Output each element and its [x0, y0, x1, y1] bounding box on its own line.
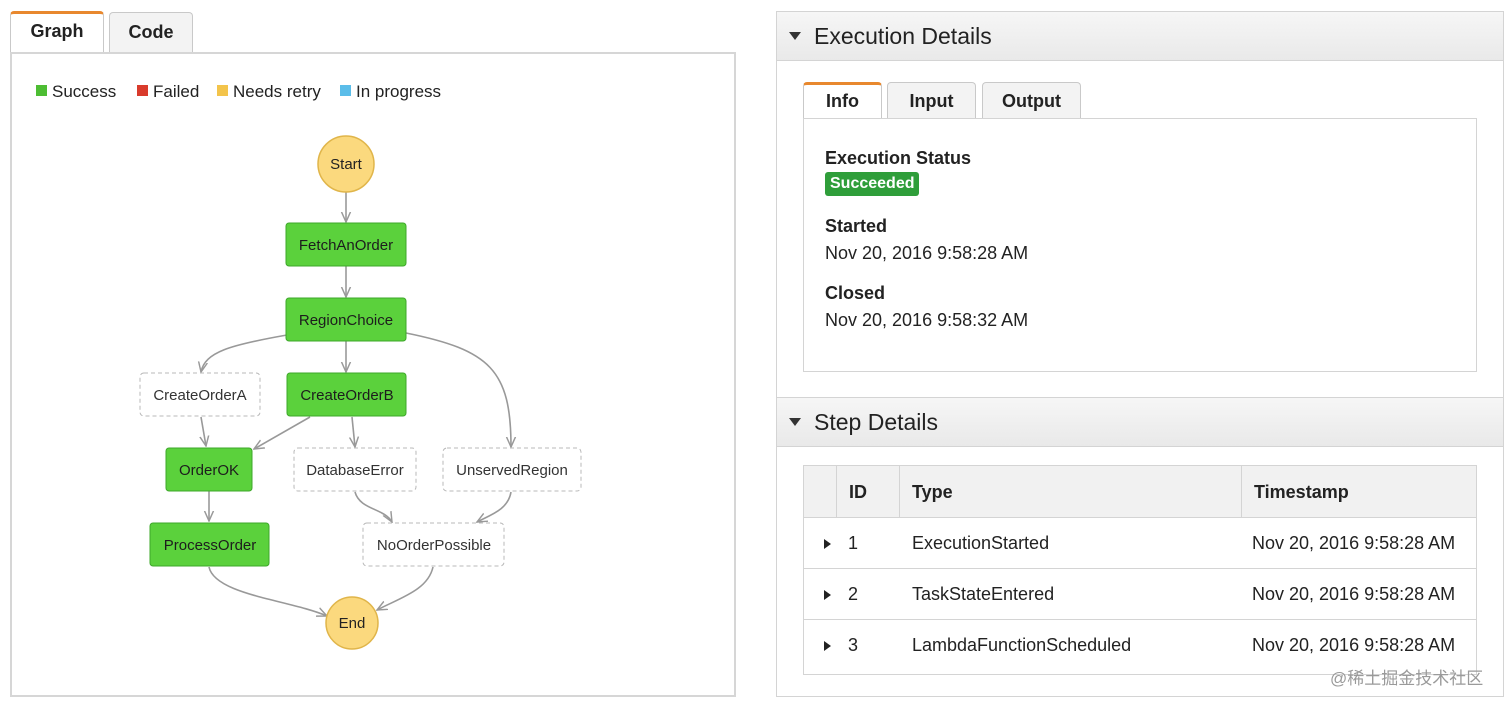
state-label: CreateOrderA [153, 387, 246, 404]
tab-input[interactable]: Input [887, 82, 976, 118]
failed-swatch-icon [137, 85, 148, 96]
started-value: Nov 20, 2016 9:58:28 AM [825, 243, 1029, 263]
execution-info-box: Execution Status Succeeded Started Nov 2… [803, 118, 1477, 372]
tab-code[interactable]: Code [109, 12, 193, 53]
expand-arrow-icon[interactable] [824, 539, 831, 549]
state-order-ok[interactable]: OrderOK [165, 447, 253, 492]
table-row[interactable]: 3 LambdaFunctionScheduled Nov 20, 2016 9… [804, 620, 1476, 671]
edge-region-createA [201, 334, 288, 372]
table-row[interactable]: 2 TaskStateEntered Nov 20, 2016 9:58:28 … [804, 569, 1476, 620]
expand-arrow-icon[interactable] [824, 590, 831, 600]
needs-retry-swatch-icon [217, 85, 228, 96]
end-node-label: End [339, 615, 366, 632]
caret-down-icon [789, 418, 801, 426]
state-label: NoOrderPossible [377, 537, 491, 554]
row-timestamp: Nov 20, 2016 9:58:28 AM [1252, 635, 1456, 655]
row-timestamp: Nov 20, 2016 9:58:28 AM [1252, 533, 1456, 553]
end-node-circle [325, 596, 379, 650]
details-panel: Execution Details Info Input Output Exec… [776, 11, 1504, 697]
legend-label: Needs retry [233, 82, 321, 101]
tab-info[interactable]: Info [803, 82, 882, 119]
legend-item-failed: Failed [137, 82, 199, 102]
legend-label: Failed [153, 82, 200, 101]
state-label: OrderOK [179, 462, 239, 479]
state-box [293, 447, 417, 492]
edge-noorder-end [377, 566, 434, 610]
edge-createB-dberror [352, 416, 355, 447]
row-id: 3 [848, 635, 859, 655]
state-process-order[interactable]: ProcessOrder [149, 522, 270, 567]
state-unserved-region[interactable]: UnservedRegion [442, 447, 582, 492]
legend-label: Success [52, 82, 117, 101]
closed-label: Closed [825, 283, 886, 303]
edge-unserved-noorder [477, 491, 512, 522]
state-label: FetchAnOrder [299, 237, 393, 254]
execution-status-label: Execution Status [825, 148, 972, 168]
state-no-order-possible[interactable]: NoOrderPossible [362, 522, 505, 567]
column-header-id[interactable]: ID [837, 466, 900, 518]
graph-edges [201, 191, 511, 616]
section-title: Execution Details [814, 23, 992, 49]
row-id: 2 [848, 584, 859, 604]
state-fetch-an-order[interactable]: FetchAnOrder [285, 222, 407, 267]
state-label: CreateOrderB [300, 387, 393, 404]
state-box [362, 522, 505, 567]
row-type: LambdaFunctionScheduled [912, 635, 1132, 655]
state-box [149, 522, 270, 567]
edge-process-end [208, 566, 327, 616]
state-machine-graph: Start End FetchAnOrder RegionChoice Crea… [139, 135, 582, 650]
in-progress-swatch-icon [340, 85, 351, 96]
column-header-timestamp[interactable]: Timestamp [1242, 466, 1476, 518]
legend-label: In progress [356, 82, 442, 101]
row-timestamp: Nov 20, 2016 9:58:28 AM [1252, 584, 1456, 604]
start-node-circle [317, 135, 375, 193]
state-database-error[interactable]: DatabaseError [293, 447, 417, 492]
tab-graph[interactable]: Graph [10, 11, 104, 53]
edge-createA-orderok [201, 416, 206, 446]
table-row[interactable]: 1 ExecutionStarted Nov 20, 2016 9:58:28 … [804, 518, 1476, 569]
row-id: 1 [848, 533, 859, 553]
state-label: ProcessOrder [164, 537, 257, 554]
closed-value: Nov 20, 2016 9:58:32 AM [825, 310, 1029, 330]
state-create-order-a[interactable]: CreateOrderA [139, 372, 261, 417]
edge-dberror-noorder [354, 491, 392, 522]
state-box [286, 372, 407, 417]
legend-item-success: Success [36, 82, 116, 102]
expand-column-header [804, 466, 837, 518]
row-type: ExecutionStarted [912, 533, 1050, 553]
success-swatch-icon [36, 85, 47, 96]
state-region-choice[interactable]: RegionChoice [285, 297, 407, 342]
edge-region-unserved [405, 332, 511, 447]
state-box [285, 222, 407, 267]
state-label: DatabaseError [306, 462, 404, 479]
expand-arrow-icon[interactable] [824, 641, 831, 651]
status-badge: Succeeded [825, 172, 920, 196]
tab-output[interactable]: Output [982, 82, 1081, 118]
watermark: @稀土掘金技术社区 [1330, 669, 1484, 688]
execution-details-header[interactable]: Execution Details [777, 12, 1503, 61]
end-node[interactable]: End [325, 596, 379, 650]
step-details-header[interactable]: Step Details [777, 397, 1503, 447]
started-label: Started [825, 216, 888, 236]
step-details-table: ID Type Timestamp 1 ExecutionStarted Nov… [803, 465, 1477, 675]
state-create-order-b[interactable]: CreateOrderB [286, 372, 407, 417]
start-node-label: Start [330, 156, 363, 173]
legend-item-needs-retry: Needs retry [217, 82, 321, 102]
caret-down-icon [789, 32, 801, 40]
state-label: RegionChoice [299, 312, 393, 329]
start-node[interactable]: Start [317, 135, 375, 193]
section-title: Step Details [814, 409, 939, 435]
edge-createB-orderok [254, 416, 311, 449]
column-header-type[interactable]: Type [900, 466, 1242, 518]
state-box [285, 297, 407, 342]
row-type: TaskStateEntered [912, 584, 1055, 604]
state-box [442, 447, 582, 492]
state-box [139, 372, 261, 417]
legend-item-in-progress: In progress [340, 82, 441, 102]
state-box [165, 447, 253, 492]
state-label: UnservedRegion [456, 462, 568, 479]
